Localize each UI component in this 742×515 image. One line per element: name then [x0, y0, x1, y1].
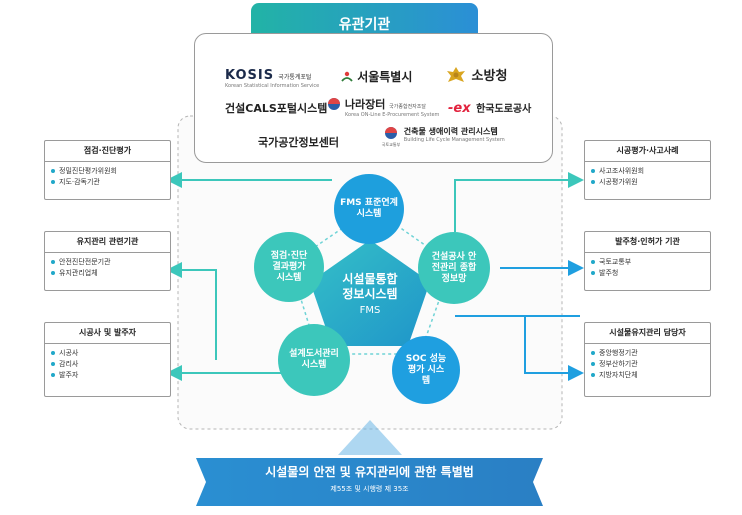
fms-pentagon [310, 240, 430, 346]
left-box-title: 유지관리 관련기관 [45, 232, 170, 253]
node-soc-evaluation[interactable]: SOC 성능평가 시스템 [392, 336, 460, 404]
list-item: 유지관리업체 [51, 268, 170, 279]
related-agencies-title: 유관기관 [338, 17, 391, 33]
fire-agency-emblem-icon [447, 67, 465, 82]
right-box-evaluation: 시공평가·사고사례 사고조사위원회 시공평가위원 [584, 140, 711, 200]
right-box-title: 시공평가·사고사례 [585, 141, 710, 162]
right-box-ordering: 발주청·인허가 기관 국토교통부 발주청 [584, 231, 711, 291]
list-item: 발주청 [591, 268, 710, 279]
list-item: 지도·감독기관 [51, 177, 170, 188]
node-inspection-result[interactable]: 점검·진단 결과평가 시스템 [254, 232, 324, 302]
org-fire-agency: 소방청 [445, 65, 507, 84]
left-box-title: 점검·진단평가 [45, 141, 170, 162]
org-spatial-center: 국가공간정보센터 [258, 136, 339, 149]
law-banner: 시설물의 안전 및 유지관리에 관한 특별법 제55조 및 시행령 제 35조 [196, 455, 543, 506]
list-item: 국토교통부 [591, 257, 710, 268]
molit-emblem-icon [385, 127, 397, 139]
list-item: 중앙행정기관 [591, 348, 710, 359]
list-item: 안전진단전문기관 [51, 257, 170, 268]
law-banner-shape [196, 458, 543, 506]
org-ex: -ex 한국도로공사 [448, 101, 532, 116]
org-kosis: KOSIS 국가통계포털 Korean Statistical Informat… [225, 68, 320, 89]
list-item: 시공사 [51, 348, 170, 359]
org-cals: 건설CALS포털시스템 [225, 102, 328, 115]
left-box-title: 시공사 및 발주자 [45, 323, 170, 344]
node-design-docs[interactable]: 설계도서관리 시스템 [278, 324, 350, 396]
right-box-title: 시설물유지관리 담당자 [585, 323, 710, 344]
list-item: 정밀진단평가위원회 [51, 166, 170, 177]
node-fms-standard[interactable]: FMS 표준연계 시스템 [334, 174, 404, 244]
list-item: 감리사 [51, 359, 170, 370]
left-box-maintenance: 유지관리 관련기관 안전진단전문기관 유지관리업체 [44, 231, 171, 291]
fms-center: 시설물통합 정보시스템 FMS [322, 272, 418, 316]
org-logo-panel: KOSIS 국가통계포털 Korean Statistical Informat… [194, 33, 553, 163]
right-box-title: 발주청·인허가 기관 [585, 232, 710, 253]
list-item: 지방자치단체 [591, 370, 710, 381]
org-narajangteo: 나라장터 국가종합전자조달 Korea ON-Line E-Procuremen… [327, 96, 439, 118]
list-item: 사고조사위원회 [591, 166, 710, 177]
left-box-inspection: 점검·진단평가 정밀진단평가위원회 지도·감독기관 [44, 140, 171, 200]
ex-logo-icon: -ex [448, 101, 471, 116]
seoul-logo-icon [341, 71, 353, 82]
fms-title: 시설물통합 정보시스템 [342, 272, 398, 301]
fms-sub: FMS [359, 305, 381, 316]
node-construction-safety[interactable]: 건설공사 안전관리 종합정보망 [418, 232, 490, 304]
list-item: 정부산하기관 [591, 359, 710, 370]
law-subtitle: 제55조 및 시행령 제 35조 [330, 485, 409, 493]
list-item: 발주자 [51, 370, 170, 381]
org-building-lifecycle: 국토교통부 건축물 생애이력 관리시스템 Building Life Cycle… [381, 127, 505, 147]
left-box-contractors: 시공사 및 발주자 시공사 감리사 발주자 [44, 322, 171, 397]
list-item: 시공평가위원 [591, 177, 710, 188]
right-box-managers: 시설물유지관리 담당자 중앙행정기관 정부산하기관 지방자치단체 [584, 322, 711, 397]
org-seoul: 서울특별시 [341, 68, 412, 85]
law-title: 시설물의 안전 및 유지관리에 관한 특별법 [265, 465, 474, 479]
narajangteo-logo-icon [328, 98, 340, 110]
